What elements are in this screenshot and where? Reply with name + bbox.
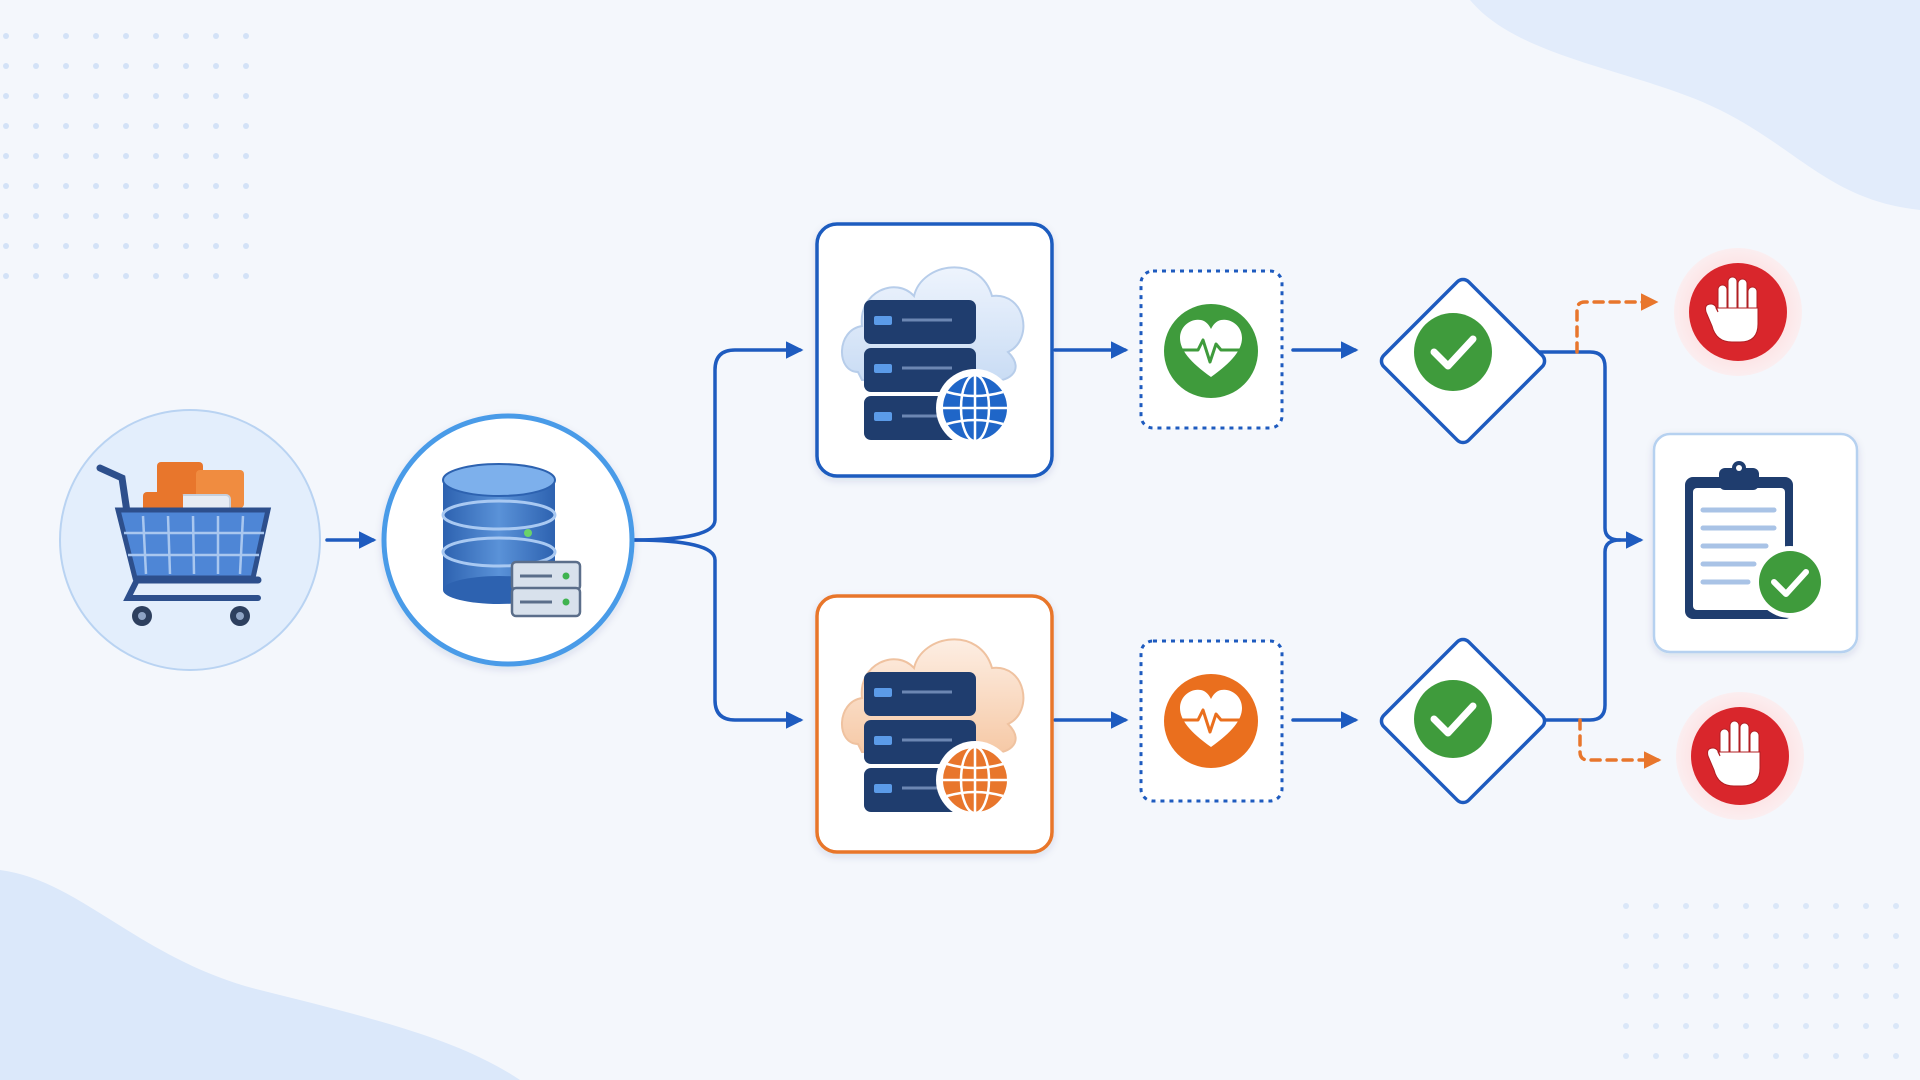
- node-checkpoint-orange: [1379, 637, 1547, 805]
- arrow-orange-check-to-stop-dashed: [1578, 718, 1662, 769]
- dot-pattern-bottom-right: [1600, 880, 1920, 1080]
- arrow-blue-check-to-clipboard: [1538, 350, 1644, 549]
- clipboard-check-icon: [1685, 461, 1826, 619]
- dot-pattern-top-left: [0, 30, 260, 300]
- node-cloud-server-blue: [815, 222, 1054, 478]
- arrow-blue-check-to-stop-dashed: [1575, 293, 1659, 354]
- node-checkpoint-blue: [1379, 277, 1547, 445]
- database-server-icon: [441, 463, 582, 618]
- checkmark-icon: [1414, 313, 1492, 391]
- arrow-orange-check-to-clipboard: [1538, 538, 1622, 722]
- blob-bottom-left: [0, 870, 520, 1080]
- node-stop-top: [1674, 248, 1802, 376]
- shopping-cart-icon: [96, 462, 272, 626]
- node-health-check-blue: [1139, 269, 1284, 430]
- blob-top-right: [1470, 0, 1920, 210]
- arrow-database-to-blue-cloud: [630, 341, 804, 542]
- stop-hand-icon: [1707, 720, 1761, 787]
- cloud-server-globe-icon: [841, 266, 1025, 447]
- heartbeat-icon: [1164, 674, 1258, 768]
- cloud-server-globe-icon: [841, 638, 1025, 819]
- node-cloud-server-orange: [815, 594, 1054, 854]
- node-clipboard-approved: [1652, 432, 1859, 654]
- arrow-database-to-orange-cloud: [630, 538, 804, 729]
- node-shopping-cart: [59, 409, 321, 671]
- node-database: [381, 413, 635, 667]
- connectors: [325, 293, 1662, 769]
- heartbeat-icon: [1164, 304, 1258, 398]
- stop-hand-icon: [1705, 276, 1759, 343]
- checkmark-icon: [1414, 680, 1492, 758]
- node-health-check-orange: [1139, 639, 1284, 803]
- node-stop-bottom: [1676, 692, 1804, 820]
